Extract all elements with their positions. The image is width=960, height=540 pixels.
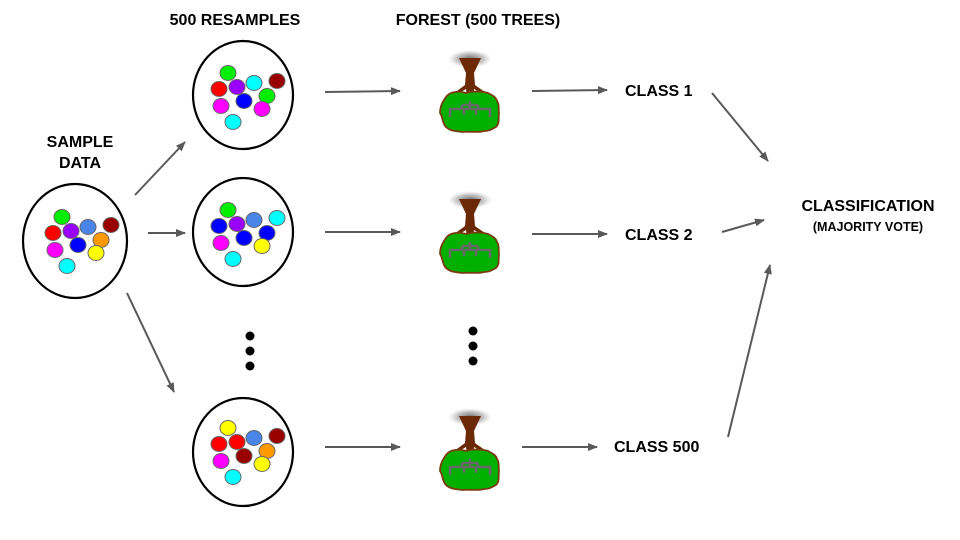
arrow-sample-to-resample-500 [126, 292, 175, 393]
data-ball-yellow [219, 420, 237, 436]
resample-bag-2 [191, 176, 295, 288]
data-ball-purple [62, 223, 80, 239]
data-ball-green [53, 209, 71, 225]
data-ball-cyan [224, 251, 242, 267]
sample-data-heading: SAMPLE [47, 134, 114, 151]
data-ball-cyan [268, 210, 286, 226]
class-1-label: CLASS 1 [625, 83, 693, 100]
class-500-label: CLASS 500 [614, 439, 699, 456]
ellipsis-dot [468, 341, 478, 351]
ellipsis-dot [468, 356, 478, 366]
data-ball-darkred [268, 73, 286, 89]
arrow-class-2-to-result [721, 218, 765, 233]
arrows [126, 86, 772, 451]
arrow-tree-to-class-1 [531, 86, 608, 95]
tree-icon-500 [438, 406, 501, 492]
data-ball-cyan [245, 75, 263, 91]
data-ball-yellow [253, 238, 271, 254]
data-ball-purple [228, 216, 246, 232]
ellipsis-dot [468, 326, 478, 336]
forest-ellipsis [468, 326, 478, 366]
data-ball-purple [228, 79, 246, 95]
data-ball-yellow [87, 245, 105, 261]
data-ball-darkred [235, 448, 253, 464]
data-ball-blue [235, 93, 253, 109]
data-ball-cornflower [79, 219, 97, 235]
tree-icon-1 [438, 48, 501, 134]
classification-title: CLASSIFICATION [801, 198, 934, 215]
data-ball-cornflower [245, 430, 263, 446]
arrow-class-500-to-result [727, 264, 772, 438]
tree-icon-2 [438, 189, 501, 275]
data-ball-magenta [253, 101, 271, 117]
resample-bag-500 [191, 396, 295, 508]
data-ball-blue [235, 230, 253, 246]
arrow-class-1-to-result [711, 92, 769, 162]
sample-data-bag [21, 182, 129, 300]
ellipsis-dot [245, 346, 255, 356]
data-ball-red [228, 434, 246, 450]
data-ball-yellow [253, 456, 271, 472]
ellipsis-dot [245, 361, 255, 371]
data-ball-magenta [46, 242, 64, 258]
forest-heading: FOREST (500 TREES) [396, 12, 560, 29]
data-ball-red [210, 436, 228, 452]
data-ball-cyan [224, 114, 242, 130]
data-ball-blue [69, 237, 87, 253]
data-ball-darkred [102, 217, 120, 233]
data-ball-green [219, 65, 237, 81]
arrow-sample-to-resample-1 [134, 141, 186, 196]
arrow-resample-to-tree-1 [324, 87, 401, 96]
data-ball-darkred [268, 428, 286, 444]
data-ball-magenta [212, 235, 230, 251]
data-ball-cornflower [245, 212, 263, 228]
data-ball-cyan [224, 469, 242, 485]
resamples-heading: 500 RESAMPLES [170, 12, 301, 29]
data-ball-green [219, 202, 237, 218]
resample-bag-1 [191, 39, 295, 151]
class-2-label: CLASS 2 [625, 227, 693, 244]
sample-data-heading-line2: DATA [59, 155, 102, 172]
data-ball-magenta [212, 453, 230, 469]
data-ball-red [44, 225, 62, 241]
data-ball-cyan [58, 258, 76, 274]
resamples-ellipsis [245, 331, 255, 371]
data-ball-blue [210, 218, 228, 234]
data-ball-magenta [212, 98, 230, 114]
classification-subtitle: (MAJORITY VOTE) [813, 220, 923, 234]
data-ball-red [210, 81, 228, 97]
ellipsis-dot [245, 331, 255, 341]
